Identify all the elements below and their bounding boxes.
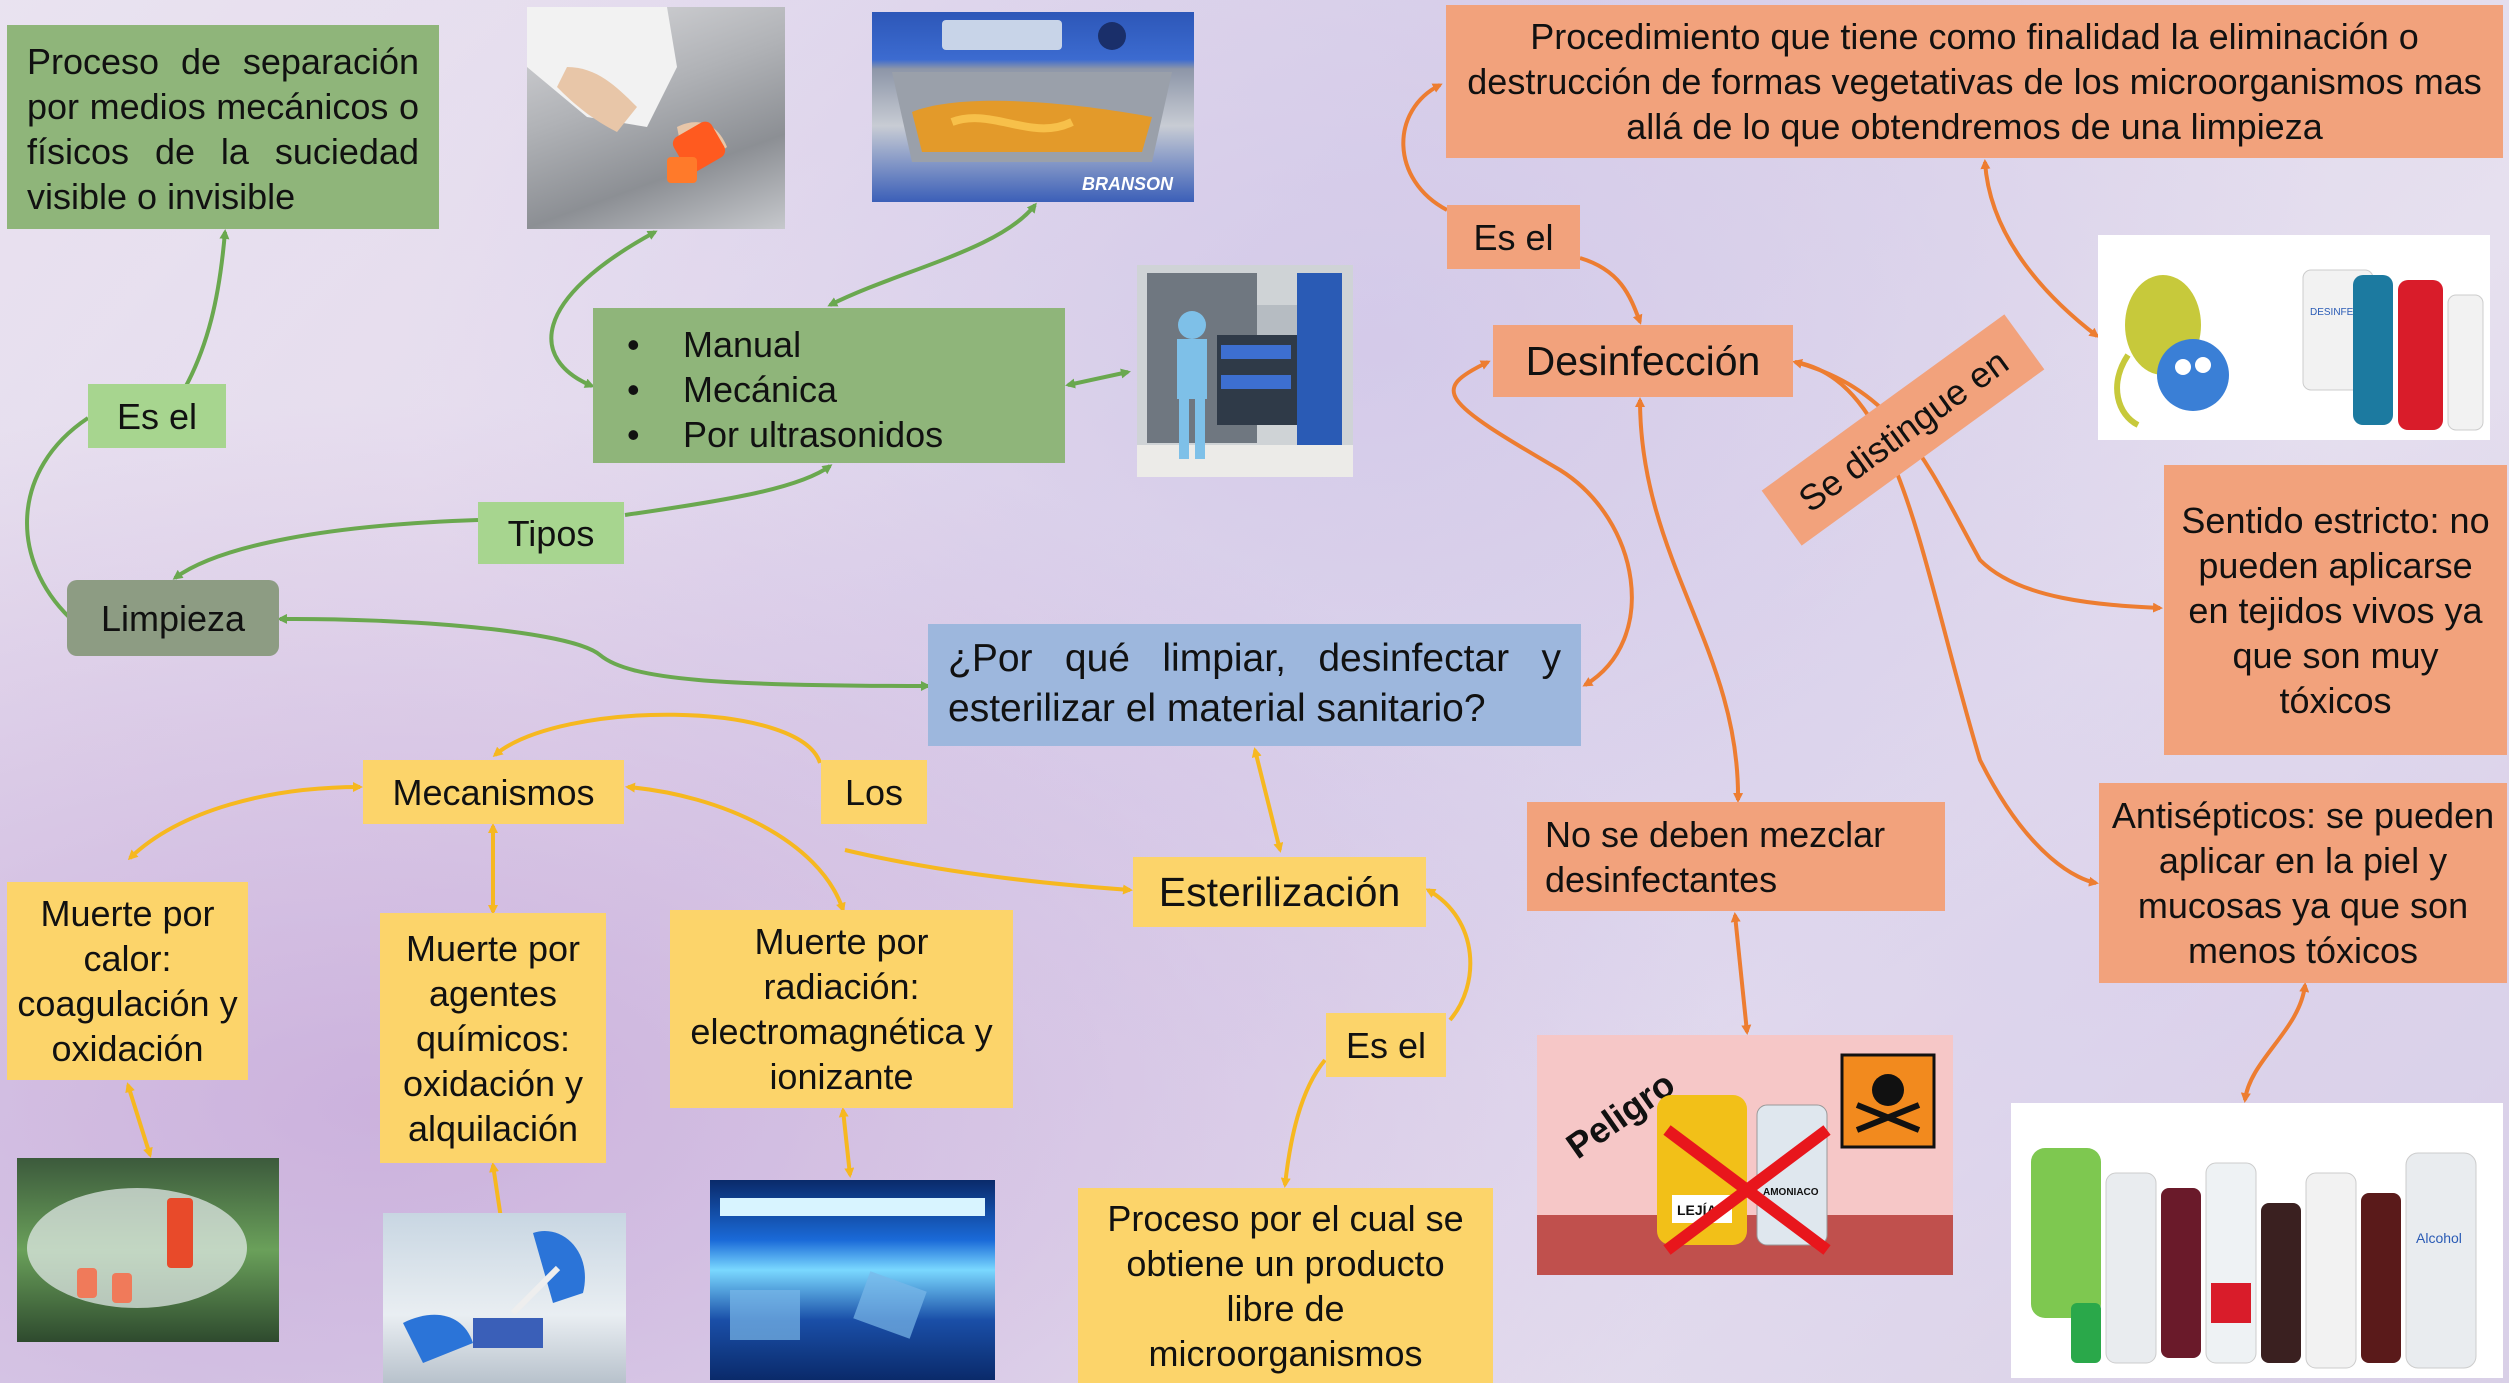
- mechanism-heat: Muerte por calor: coagulación y oxidació…: [7, 882, 248, 1080]
- sterilization-definition: Proceso por el cual se obtiene un produc…: [1078, 1188, 1493, 1383]
- arrow-calor-photo: [125, 1082, 153, 1158]
- arrow-tipos-types: [624, 464, 833, 517]
- disinfection-es-el-label: Es el: [1447, 205, 1580, 269]
- cleaning-type-ultrasonidos: Por ultrasonidos: [627, 412, 1055, 457]
- chemical-sterilization-photo: [383, 1213, 626, 1383]
- arrow-question-desinfeccion: [1451, 360, 1634, 687]
- sterilization-es-el-label: Es el: [1326, 1013, 1446, 1077]
- arrow-antisepticos-bottles: [2240, 982, 2310, 1103]
- mechanism-chemical: Muerte por agentes químicos: oxidación y…: [380, 913, 606, 1163]
- antiseptic-bottles-photo: Alcohol: [2011, 1103, 2503, 1378]
- arrow-types-ultrasonic-photo: [827, 202, 1037, 307]
- arrow-es-el-definition: [173, 229, 230, 407]
- alcohol-label-text: Alcohol: [2416, 1230, 2462, 1246]
- cleaning-type-manual: Manual: [627, 322, 1055, 367]
- cleaning-es-el-label: Es el: [88, 384, 226, 448]
- arrow-limpieza-es-el: [25, 416, 90, 620]
- arrow-desinfeccion-warning: [1635, 397, 1744, 803]
- autoclave-photo: [1137, 265, 1353, 477]
- manual-cleaning-photo: [527, 7, 785, 229]
- sterilization-los-label: Los: [821, 760, 927, 824]
- disinfection-definition: Procedimiento que tiene como finalidad l…: [1446, 5, 2503, 158]
- disinfection-strict: Sentido estricto: no pueden aplicarse en…: [2164, 465, 2507, 755]
- arrow-es-el-definition-ster: [1280, 1058, 1327, 1188]
- disinfection-antiseptics: Antisépticos: se pueden aplicar en la pi…: [2099, 783, 2507, 983]
- arrow-mecanismos-calor: [127, 782, 363, 861]
- bacteria-disinfectant-photo: DESINFECT: [2098, 235, 2490, 440]
- arrow-types-autoclave-photo: [1065, 368, 1131, 389]
- radiation-sterilization-photo: [710, 1180, 995, 1380]
- cleaning-title: Limpieza: [67, 580, 279, 656]
- arrow-mecanismos-radiacion: [625, 782, 846, 913]
- disinfection-title: Desinfección: [1493, 325, 1793, 397]
- arrow-warning-danger: [1730, 912, 1752, 1035]
- disinfectant-label-text: DESINFECT: [2310, 307, 2367, 318]
- cleaning-types-label: Tipos: [478, 502, 624, 564]
- arrow-radiacion-photo: [838, 1107, 855, 1178]
- mechanism-radiation: Muerte por radiación: electromagnética y…: [670, 910, 1013, 1108]
- cleaning-type-mecanica: Mecánica: [627, 367, 1055, 412]
- central-question: ¿Por qué limpiar, desinfectar y esterili…: [928, 624, 1581, 746]
- arrow-los-esterilizacion: [844, 848, 1133, 895]
- danger-mixing-photo: Peligro LEJÍA AMONIACO: [1537, 1035, 1953, 1275]
- sterilization-mechanisms-label: Mecanismos: [363, 760, 624, 824]
- arrow-desinfeccion-strict: [1792, 358, 2163, 613]
- arrow-desinfeccion-antisepticos: [1794, 360, 2099, 887]
- arrow-tipos-limpieza: [172, 518, 479, 580]
- arrow-esterilizacion-es-el: [1425, 888, 1473, 1022]
- cleaning-definition: Proceso de separación por medios mecánic…: [7, 25, 439, 229]
- ultrasonic-cleaner-photo: BRANSON: [872, 12, 1194, 202]
- arrow-procedimiento-bacteria: [1980, 159, 2100, 338]
- ultrasonic-brand-text: BRANSON: [1082, 174, 1174, 194]
- arrow-question-limpieza: [277, 613, 931, 691]
- sterilization-title: Esterilización: [1133, 857, 1426, 927]
- arrow-question-esterilizacion: [1251, 747, 1284, 853]
- arrow-los-mecanismos: [492, 712, 822, 764]
- arrow-types-manual-photo: [549, 230, 658, 388]
- heat-sterilization-photo: [17, 1158, 279, 1342]
- ammonia-label-text: AMONIACO: [1763, 1187, 1819, 1198]
- cleaning-types-list: Manual Mecánica Por ultrasonidos: [593, 308, 1065, 463]
- arrow-es-el-procedimiento: [1401, 83, 1448, 212]
- disinfection-warning: No se deben mezclar desinfectantes: [1527, 802, 1945, 911]
- arrow-es-el-desinfeccion: [1579, 256, 1643, 325]
